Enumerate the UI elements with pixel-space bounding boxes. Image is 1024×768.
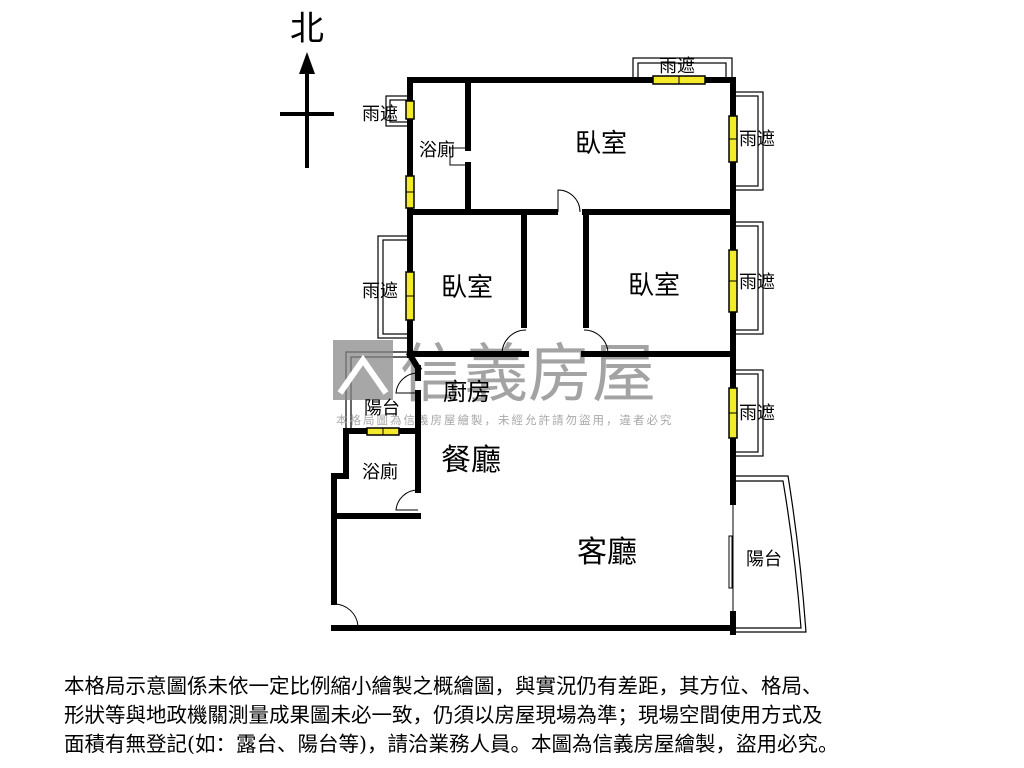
north-label: 北 bbox=[290, 9, 324, 49]
label-bedroom-left: 臥室 bbox=[441, 273, 493, 303]
label-balcony-left: 陽台 bbox=[364, 398, 400, 419]
label-awning-right-upper: 雨遮 bbox=[739, 129, 775, 150]
doors bbox=[333, 147, 736, 627]
door-entrance bbox=[333, 603, 359, 627]
door-balcony bbox=[395, 372, 419, 394]
label-awning-left-middle: 雨遮 bbox=[362, 281, 398, 302]
label-awning-right-lower: 雨遮 bbox=[739, 403, 775, 424]
label-awning-top: 雨遮 bbox=[659, 56, 695, 77]
label-balcony-right: 陽台 bbox=[746, 549, 782, 570]
label-dining: 餐廳 bbox=[441, 443, 501, 478]
disclaimer: 本格局示意圖係未依一定比例縮小繪製之概繪圖，與實況仍有差距，其方位、格局、 形狀… bbox=[64, 672, 964, 759]
label-bath-bottom: 浴廁 bbox=[362, 461, 398, 483]
label-awning-right-middle: 雨遮 bbox=[739, 272, 775, 293]
label-kitchen: 廚房 bbox=[443, 378, 491, 406]
label-living: 客廳 bbox=[577, 535, 637, 570]
disclaimer-line-3: 面積有無登記(如：露台、陽台等)，請洽業務人員。本圖為信義房屋繪製，盜用必究。 bbox=[64, 732, 839, 756]
door-left-bedroom bbox=[501, 329, 527, 355]
disclaimer-line-1: 本格局示意圖係未依一定比例縮小繪製之概繪圖，與實況仍有差距，其方位、格局、 bbox=[64, 674, 823, 698]
label-awning-left-upper: 雨遮 bbox=[362, 104, 398, 125]
label-bedroom-right: 臥室 bbox=[628, 271, 680, 301]
door-bath-top bbox=[449, 147, 468, 166]
brand-logo-icon bbox=[333, 340, 393, 400]
door-right-bedroom bbox=[583, 329, 609, 355]
floor-plan: 北 bbox=[280, 9, 807, 635]
watermark-brand: 信義房屋 bbox=[400, 338, 656, 412]
door-bath-bottom bbox=[395, 489, 419, 511]
room-labels: 臥室 浴廁 臥室 臥室 廚房 陽台 餐廳 浴廁 客廳 陽台 bbox=[362, 129, 782, 570]
windows bbox=[366, 75, 738, 439]
compass: 北 bbox=[280, 9, 334, 168]
north-arrow-icon bbox=[280, 52, 334, 168]
door-master-bedroom bbox=[557, 189, 581, 213]
label-bath-top: 浴廁 bbox=[419, 139, 455, 161]
disclaimer-line-2: 形狀等與地政機關測量成果圖未必一致，仍須以房屋現場為準；現場空間使用方式及 bbox=[64, 703, 823, 727]
window-left-upper bbox=[405, 100, 415, 120]
awning-labels: 雨遮 雨遮 雨遮 雨遮 雨遮 雨遮 bbox=[362, 56, 775, 424]
label-master-bedroom: 臥室 bbox=[575, 129, 627, 159]
